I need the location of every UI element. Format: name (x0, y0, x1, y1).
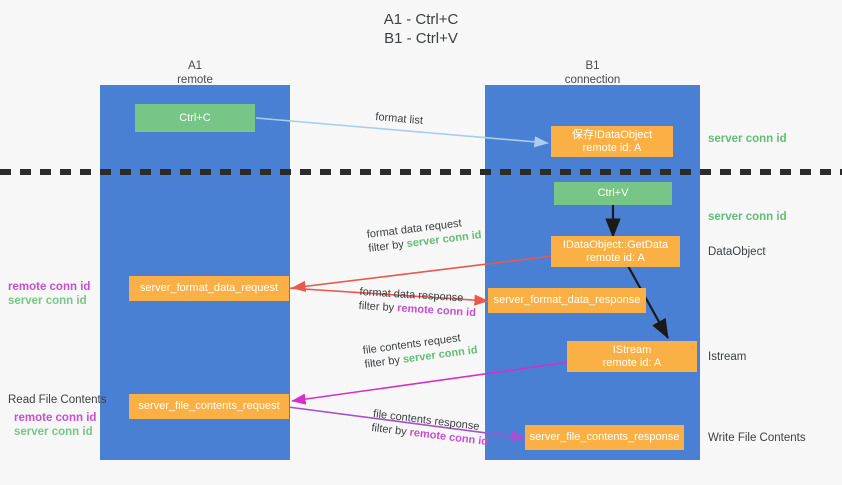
node-istream[interactable]: IStream remote id: A (567, 341, 697, 372)
node-server-format-data-response[interactable]: server_format_data_response (488, 288, 646, 313)
node-server-file-contents-response[interactable]: server_file_contents_response (525, 425, 684, 450)
node-server-file-contents-response-label: server_file_contents_response (529, 431, 680, 443)
page-title: A1 - Ctrl+C B1 - Ctrl+V (0, 10, 842, 48)
caption-write-file-contents: Write File Contents (708, 432, 806, 444)
arrow-format-data-request (291, 255, 553, 292)
caption-format-remote-conn-id: remote conn id (8, 281, 91, 293)
title-line-1: A1 - Ctrl+C (383, 11, 459, 28)
node-server-format-data-request[interactable]: server_format_data_request (129, 276, 289, 301)
caption-file-server-conn-id: server conn id (14, 426, 93, 438)
caption-file-remote-conn-id: remote conn id (14, 412, 97, 424)
node-ctrl-v[interactable]: Ctrl+V (554, 182, 672, 205)
caption-dataobject: DataObject (708, 246, 766, 258)
caption-server-conn-id-middle: server conn id (708, 211, 787, 223)
lane-header-a1: A1 remote (100, 59, 290, 87)
title-line-2: B1 - Ctrl+V (384, 30, 458, 47)
node-ctrl-c[interactable]: Ctrl+C (135, 104, 255, 132)
caption-format-server-conn-id: server conn id (8, 295, 87, 307)
lane-a1-role: remote (177, 74, 213, 86)
lane-a1-name: A1 (187, 60, 203, 72)
caption-format-conn-stack: remote conn id server conn id (8, 280, 90, 308)
filter-prefix-2: filter by (358, 299, 398, 315)
arrow-format-data-response (287, 287, 489, 306)
arrow-format-list (255, 117, 549, 148)
node-istream-sub: remote id: A (602, 356, 662, 369)
node-save-idataobject-label: 保存IDataObject (571, 128, 653, 141)
node-idataobject-getdata-label: IDataObject::GetData (562, 238, 669, 251)
node-save-idataobject[interactable]: 保存IDataObject remote id: A (551, 126, 673, 157)
node-ctrl-v-label: Ctrl+V (597, 187, 629, 199)
lane-b1-name: B1 (585, 60, 600, 72)
node-idataobject-getdata-sub: remote id: A (586, 251, 645, 264)
node-istream-label: IStream (612, 343, 652, 356)
phase-divider (0, 169, 842, 175)
node-server-file-contents-request[interactable]: server_file_contents_request (129, 394, 289, 419)
lane-header-b1: B1 connection (485, 59, 700, 87)
arrow-file-contents-response (287, 406, 526, 442)
arrow-file-contents-request (291, 361, 571, 405)
node-idataobject-getdata[interactable]: IDataObject::GetData remote id: A (551, 236, 680, 267)
arrow-getdata-to-istream (627, 265, 669, 339)
node-ctrl-c-label: Ctrl+C (179, 111, 211, 124)
node-server-format-data-request-label: server_format_data_request (139, 282, 279, 294)
lane-b1-role: connection (564, 74, 621, 86)
node-server-file-contents-request-label: server_file_contents_request (138, 400, 280, 412)
caption-file-conn-stack: remote conn id server conn id (14, 411, 96, 439)
caption-read-file-contents: Read File Contents (8, 394, 107, 406)
node-server-format-data-response-label: server_format_data_response (493, 294, 641, 306)
caption-server-conn-id-top: server conn id (708, 133, 787, 145)
node-save-idataobject-sub: remote id: A (582, 141, 642, 154)
caption-istream: Istream (708, 351, 747, 363)
